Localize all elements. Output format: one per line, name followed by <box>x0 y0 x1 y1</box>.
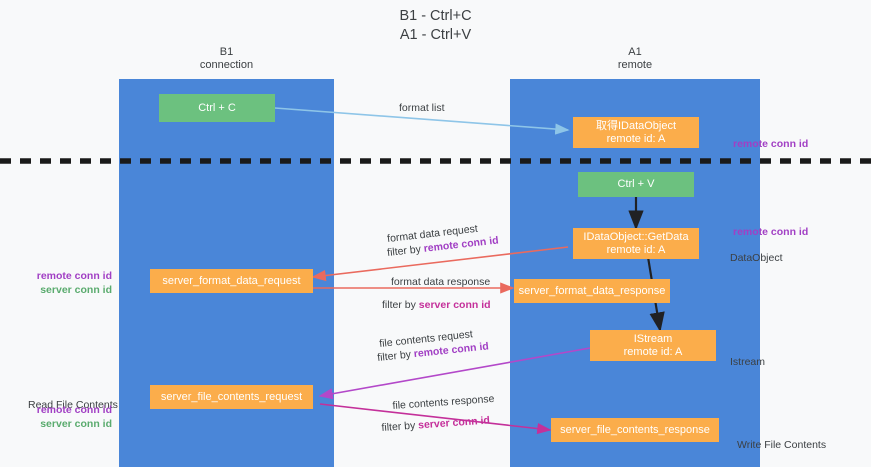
istream-box: IStream remote id: A <box>590 330 716 361</box>
annotation-conn-pair-top: remote conn id server conn id <box>0 269 112 297</box>
annotation-dataobject: DataObject <box>730 252 783 264</box>
ctrl-v-box: Ctrl + V <box>578 172 694 197</box>
server-file-contents-response-box: server_file_contents_response <box>551 418 719 442</box>
annotation-write-file-contents: Write File Contents <box>737 439 827 451</box>
edge-label-format-list: format list <box>399 102 445 114</box>
lane-header-a1: A1 remote <box>617 46 653 71</box>
server-format-data-request-box: server_format_data_request <box>150 269 313 293</box>
getdata-box: IDataObject::GetData remote id: A <box>573 228 699 259</box>
conn-id-remote-2: remote conn id <box>36 404 112 416</box>
server-file-contents-request-box: server_file_contents_request <box>150 385 313 409</box>
server-format-data-response-box: server_format_data_response <box>514 279 670 303</box>
annotation-remote-conn-id-mid: remote conn id <box>733 226 809 238</box>
getdata-label: IDataObject::GetData remote id: A <box>583 230 689 256</box>
diagram-title: B1 - Ctrl+C A1 - Ctrl+V <box>399 8 472 43</box>
annotation-read-file-contents: Read File Contents <box>28 399 118 411</box>
idataobject-box: 取得IDataObject remote id: A <box>573 117 699 148</box>
edge-label-file-contents-response: file contents response <box>392 392 495 413</box>
lane-header-b1: B1 connection <box>199 46 254 71</box>
ctrl-v-label: Ctrl + V <box>617 178 655 190</box>
annotation-conn-pair-bottom: remote conn id server conn id <box>0 403 112 431</box>
ctrl-c-label: Ctrl + C <box>198 101 236 114</box>
server-format-data-response-label: server_format_data_response <box>518 284 666 297</box>
edge-label-format-data-response: format data response <box>391 276 491 288</box>
conn-id-server: server conn id <box>40 284 112 296</box>
idataobject-label: 取得IDataObject remote id: A <box>595 119 677 145</box>
conn-id-remote: remote conn id <box>36 270 112 282</box>
filter-key-server-conn-id: server conn id <box>418 299 491 311</box>
edge-label-file-contents-response-filter: filter by server conn id <box>381 414 491 435</box>
filter-key-server-conn-id-2: server conn id <box>417 414 491 432</box>
ctrl-c-box: Ctrl + C <box>159 94 275 122</box>
annotation-remote-conn-id-top: remote conn id <box>733 138 809 150</box>
annotation-istream: Istream <box>730 356 766 368</box>
server-format-data-request-label: server_format_data_request <box>162 274 301 287</box>
istream-label: IStream remote id: A <box>623 332 683 358</box>
server-file-contents-response-label: server_file_contents_response <box>560 423 710 436</box>
edge-label-format-data-response-filter: filter by server conn id <box>382 299 491 311</box>
conn-id-server-2: server conn id <box>40 418 112 430</box>
server-file-contents-request-label: server_file_contents_request <box>160 390 303 403</box>
